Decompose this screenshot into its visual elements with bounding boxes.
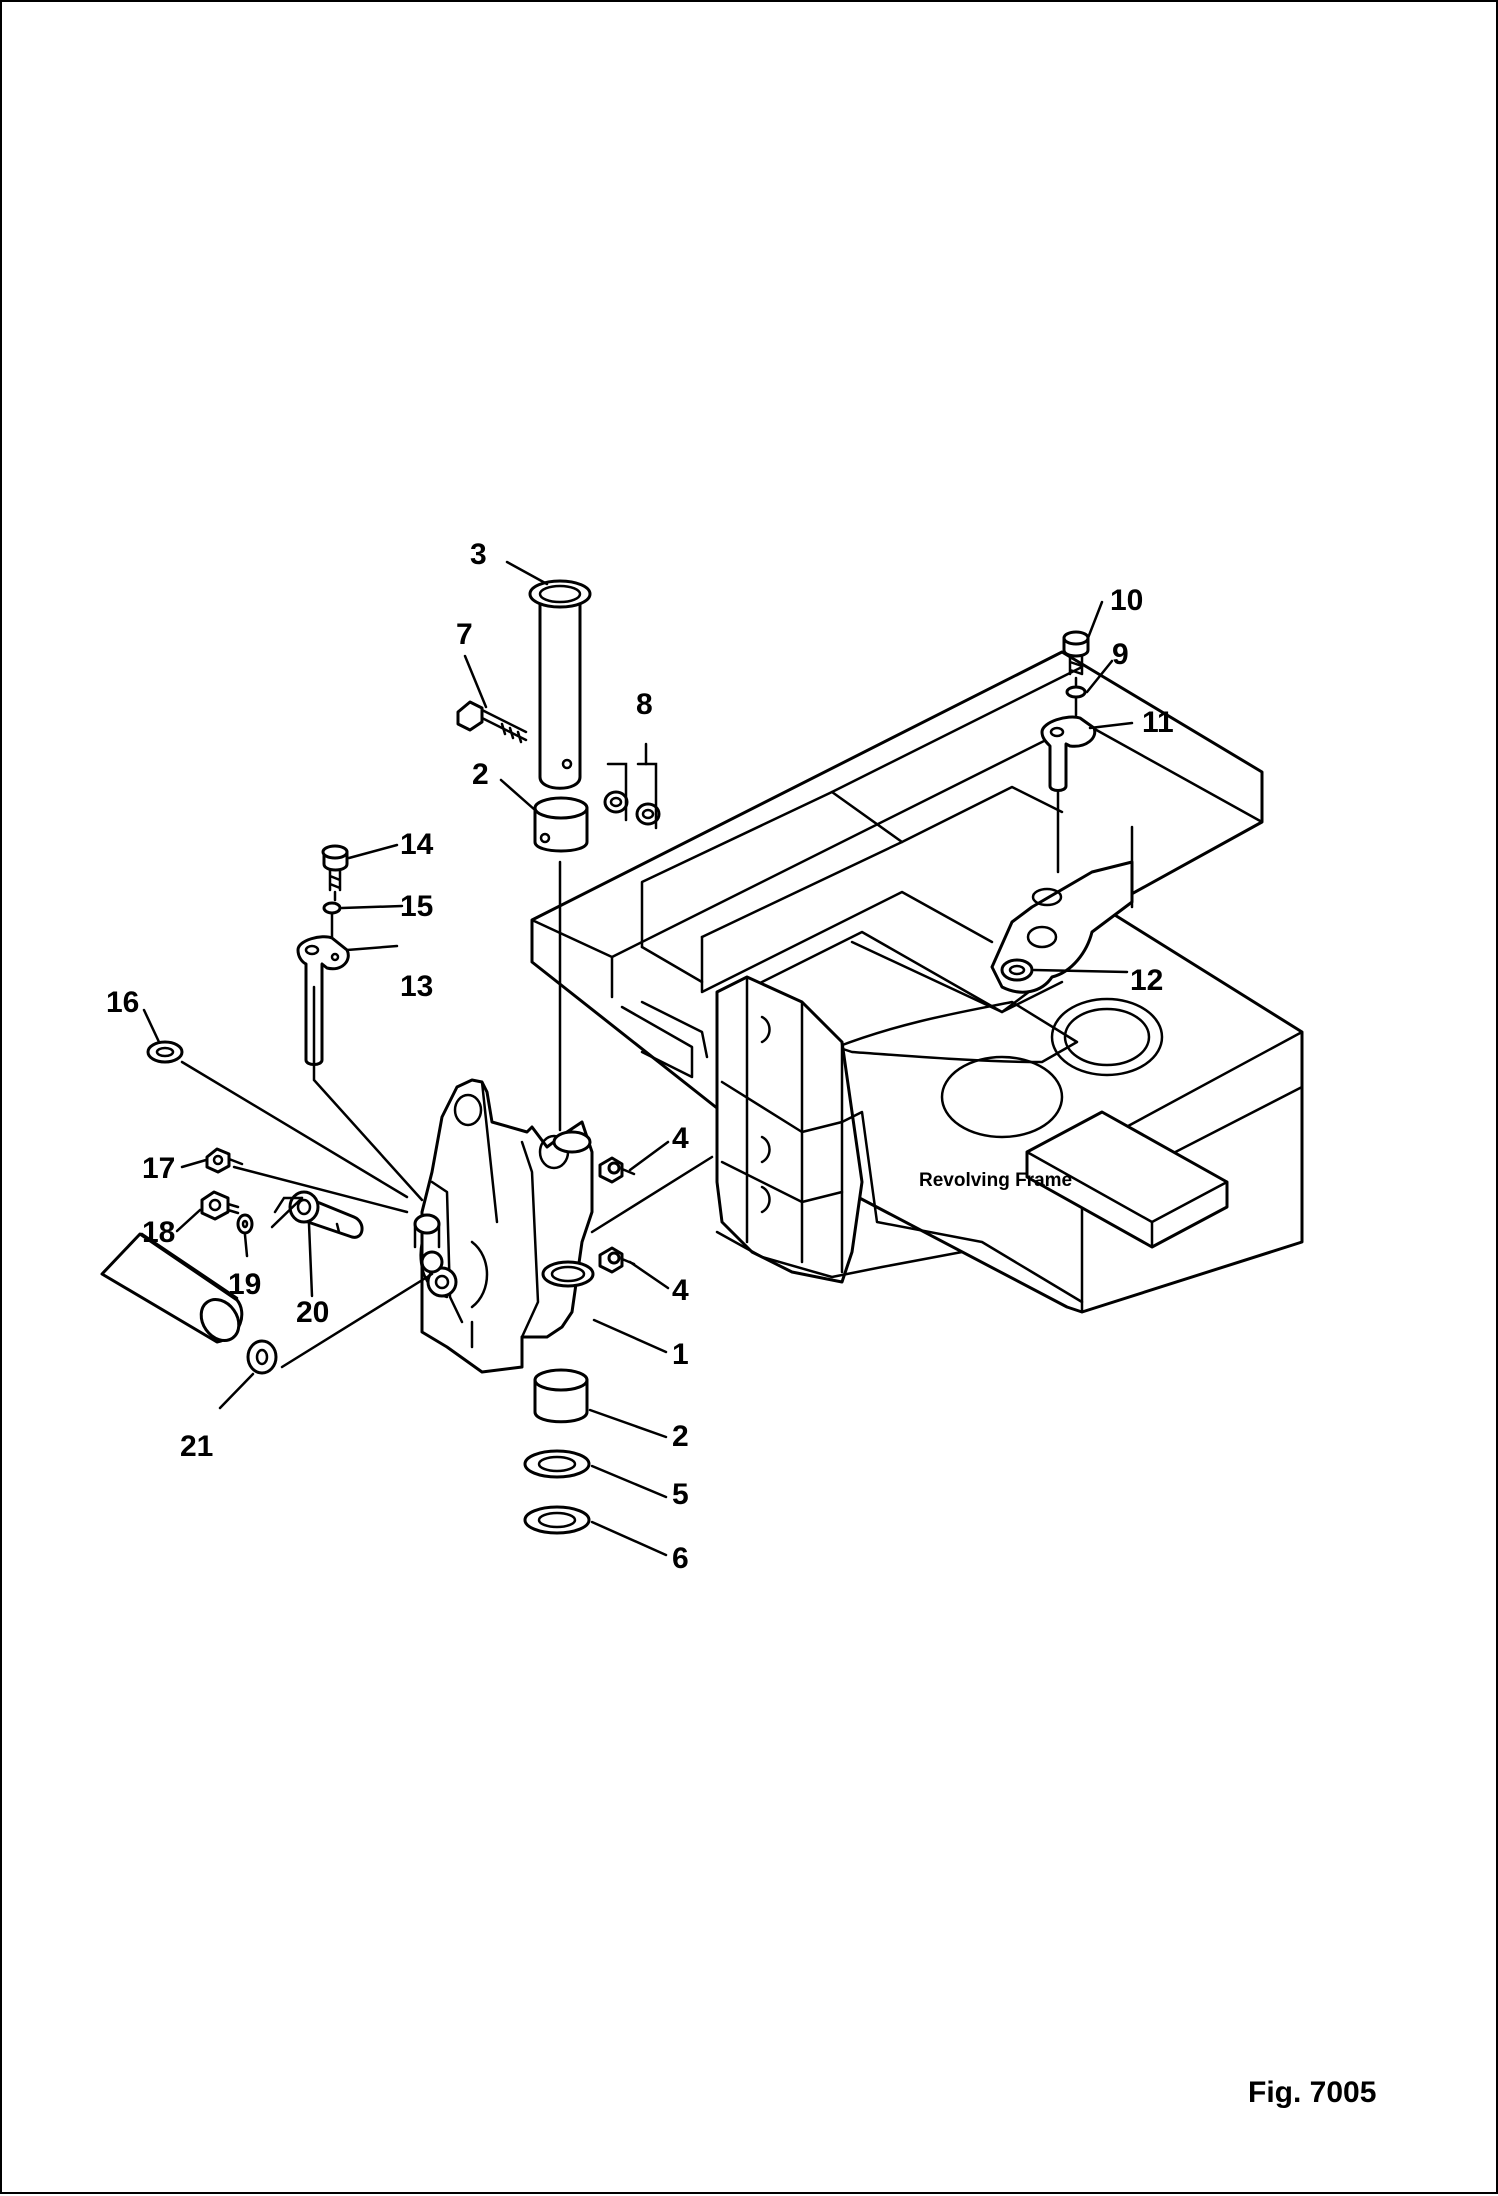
leader-lines bbox=[142, 560, 1134, 1557]
part-14-bolt bbox=[321, 844, 349, 892]
callout-21: 21 bbox=[180, 1430, 213, 1463]
part-17-bolt bbox=[205, 1147, 244, 1174]
part-8-nuts bbox=[603, 790, 661, 826]
callout-4-lower: 4 bbox=[672, 1274, 689, 1307]
callout-6: 6 bbox=[672, 1542, 689, 1575]
part-15-washer bbox=[322, 901, 342, 915]
callout-20: 20 bbox=[296, 1296, 329, 1329]
part-11-stopper-pin bbox=[1040, 715, 1097, 792]
callout-11: 11 bbox=[1142, 706, 1174, 739]
callout-2-lower: 2 bbox=[672, 1420, 689, 1453]
part-2-lower-bushing bbox=[533, 1368, 589, 1424]
part-1-swing-bracket bbox=[413, 1078, 595, 1374]
callout-13: 13 bbox=[400, 970, 433, 1003]
figure-caption: Fig. 7005 bbox=[1248, 2076, 1377, 2109]
part-4-grease-fitting-lower bbox=[598, 1246, 636, 1274]
part-6-shim bbox=[523, 1505, 591, 1535]
part-13-stopper-pin bbox=[296, 935, 350, 1066]
part-9-washer bbox=[1065, 685, 1087, 699]
callout-14: 14 bbox=[400, 828, 434, 861]
callout-15: 15 bbox=[400, 890, 433, 923]
callout-19: 19 bbox=[228, 1268, 261, 1301]
assembly-lines bbox=[180, 676, 1078, 1369]
part-18-bolt bbox=[200, 1190, 240, 1221]
cylinder-rod bbox=[100, 1232, 244, 1344]
callout-18: 18 bbox=[142, 1216, 175, 1249]
callout-16: 16 bbox=[106, 986, 139, 1019]
callout-4-upper: 4 bbox=[672, 1122, 689, 1155]
callout-17: 17 bbox=[142, 1152, 175, 1185]
callout-labels: 3 7 8 2 10 9 11 12 14 15 13 16 17 18 19 … bbox=[106, 538, 1174, 1575]
revolving-frame-label: Revolving Frame bbox=[919, 1170, 1072, 1191]
revolving-frame bbox=[530, 650, 1304, 1314]
part-5-shim bbox=[523, 1449, 591, 1479]
part-2-upper-bushing bbox=[533, 796, 589, 853]
part-10-bolt bbox=[1062, 630, 1090, 676]
callout-5: 5 bbox=[672, 1478, 689, 1511]
callout-10: 10 bbox=[1110, 584, 1143, 617]
callout-7: 7 bbox=[456, 618, 473, 651]
callout-9: 9 bbox=[1112, 638, 1129, 671]
part-12-washer bbox=[1000, 958, 1034, 982]
part-21-washer bbox=[246, 1339, 278, 1375]
part-20-pin bbox=[288, 1190, 364, 1239]
callout-2-upper: 2 bbox=[472, 758, 489, 791]
callout-8: 8 bbox=[636, 688, 653, 721]
callout-12: 12 bbox=[1130, 964, 1163, 997]
part-3-swing-pin bbox=[528, 579, 592, 790]
callout-3: 3 bbox=[470, 538, 487, 571]
callout-1: 1 bbox=[672, 1338, 689, 1371]
part-16-washer bbox=[146, 1040, 184, 1064]
part-7-bolt bbox=[456, 700, 528, 744]
part-4-grease-fitting-upper bbox=[598, 1156, 636, 1184]
part-19-washer bbox=[236, 1213, 254, 1235]
